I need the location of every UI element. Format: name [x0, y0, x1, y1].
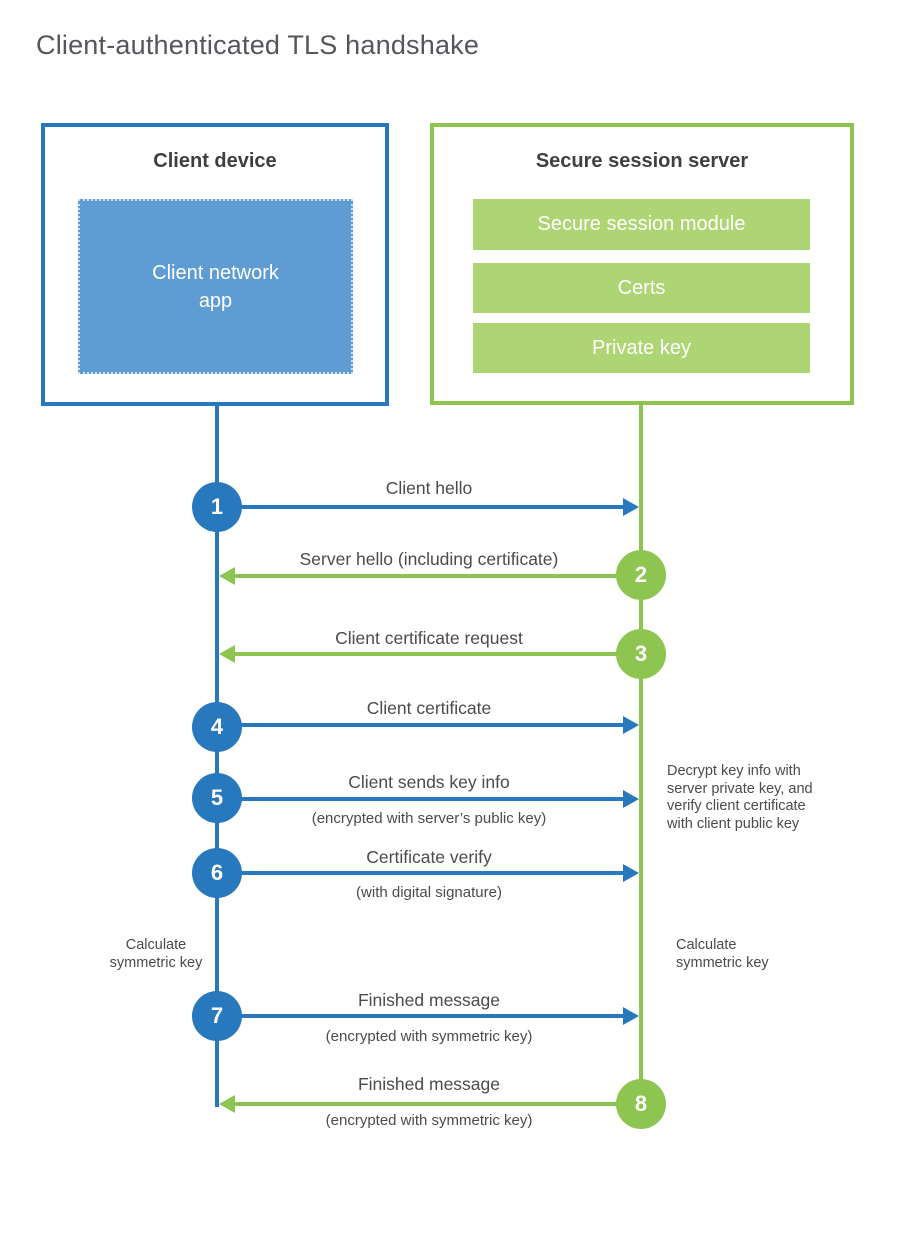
module-bar-private-key: Private key — [473, 323, 810, 373]
message-arrow-8 — [219, 1095, 618, 1113]
message-label-5: Client sends key info — [348, 772, 510, 792]
client-device-title: Client device — [153, 150, 277, 172]
message-arrow-5 — [240, 790, 639, 808]
message-arrow-2 — [219, 567, 618, 585]
calculate-symmetric-key-client: Calculate symmetric key — [109, 937, 203, 971]
client-network-app-box: Client network app — [78, 199, 353, 374]
message-arrow-1 — [240, 498, 639, 516]
message-arrow-6 — [240, 864, 639, 882]
message-arrow-7 — [240, 1007, 639, 1025]
module-bar-secure-session-module: Secure session module — [473, 199, 810, 250]
step-circle-3: 3 — [616, 629, 666, 679]
decrypt-key-note-line: with client public key — [667, 815, 800, 832]
page-title: Client-authenticated TLS handshake — [36, 30, 480, 60]
server-lifeline — [639, 403, 643, 1104]
message-sublabel-7: (encrypted with symmetric key) — [325, 1028, 533, 1045]
module-bar-label: Secure session module — [537, 213, 746, 235]
step-circle-8: 8 — [616, 1079, 666, 1129]
client-network-app-label: Client network app — [152, 261, 279, 312]
message-sublabel-5: (encrypted with server’s public key) — [311, 810, 547, 827]
calculate-symmetric-key-server: Calculate symmetric key — [676, 937, 769, 971]
step-circle-4: 4 — [192, 702, 242, 752]
message-sublabel-8: (encrypted with symmetric key) — [325, 1112, 533, 1129]
message-label-4: Client certificate — [366, 698, 492, 718]
step-circle-2: 2 — [616, 550, 666, 600]
message-label-7: Finished message — [357, 990, 501, 1010]
step-circle-5: 5 — [192, 773, 242, 823]
message-arrow-3 — [219, 645, 618, 663]
module-bar-certs: Certs — [473, 263, 810, 313]
message-label-8: Finished message — [357, 1074, 501, 1094]
step-circle-7: 7 — [192, 991, 242, 1041]
server-box-title: Secure session server — [535, 150, 749, 172]
decrypt-key-note: Decrypt key info with server private key… — [667, 763, 852, 833]
message-label-6: Certificate verify — [366, 847, 492, 867]
decrypt-key-note-line: Decrypt key info with — [667, 763, 801, 779]
decrypt-key-note-line: verify client certificate — [667, 798, 806, 814]
client-lifeline — [215, 404, 219, 1107]
message-label-2: Server hello (including certificate) — [299, 549, 559, 569]
message-sublabel-6: (with digital signature) — [356, 884, 502, 901]
step-circle-6: 6 — [192, 848, 242, 898]
module-bar-label: Private key — [592, 336, 691, 359]
module-bar-label: Certs — [617, 276, 666, 299]
decrypt-key-note-line: server private key, and — [667, 780, 813, 797]
message-arrow-4 — [240, 716, 639, 734]
message-label-1: Client hello — [385, 478, 473, 498]
step-circle-1: 1 — [192, 482, 242, 532]
message-label-3: Client certificate request — [335, 628, 523, 648]
